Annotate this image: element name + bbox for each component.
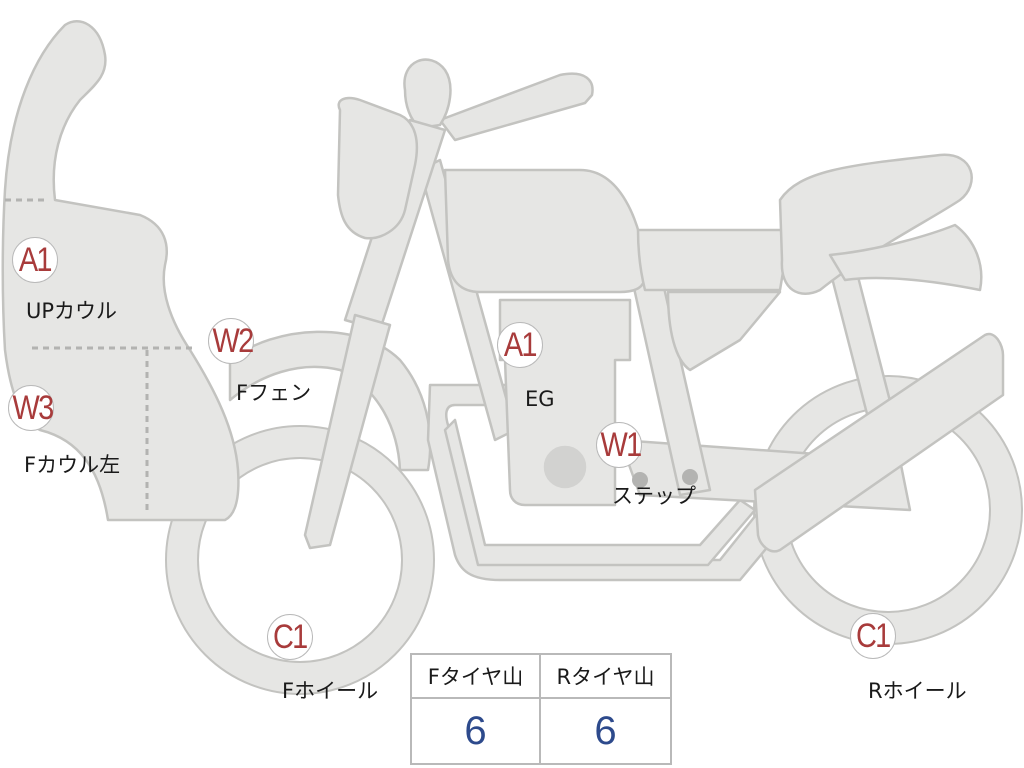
part-code-engine: A1 bbox=[497, 322, 543, 368]
part-label-front-fender: Fフェン bbox=[236, 381, 312, 405]
front-tire-value: 6 bbox=[412, 699, 541, 763]
part-code-upper-cowl: A1 bbox=[12, 237, 58, 283]
rear-tire-header: Rタイヤ山 bbox=[541, 655, 670, 699]
rear-tire-value: 6 bbox=[594, 708, 617, 753]
part-code-front-fender: W2 bbox=[208, 318, 254, 364]
seat-shape bbox=[778, 153, 973, 295]
part-label-front-wheel: Fホイール bbox=[282, 679, 379, 703]
part-code-rear-wheel: C1 bbox=[850, 613, 896, 659]
part-label-rear-wheel: Rホイール bbox=[868, 679, 967, 703]
front-tire-header: Fタイヤ山 bbox=[412, 655, 541, 699]
part-code-front-cowl-left: W3 bbox=[8, 385, 54, 431]
fuel-tank-shape bbox=[443, 168, 647, 294]
part-label-upper-cowl: UPカウル bbox=[26, 299, 118, 323]
part-code-front-wheel: C1 bbox=[267, 614, 313, 660]
part-label-step: ステップ bbox=[612, 484, 696, 508]
tire-tread-table: Fタイヤ山 Rタイヤ山 6 6 bbox=[410, 653, 672, 765]
front-fender-shape bbox=[228, 330, 432, 472]
part-label-engine: EG bbox=[525, 387, 555, 411]
muffler-shape bbox=[753, 332, 1005, 553]
part-code-step: W1 bbox=[596, 422, 642, 468]
part-label-front-cowl-left: Fカウル左 bbox=[24, 453, 121, 477]
